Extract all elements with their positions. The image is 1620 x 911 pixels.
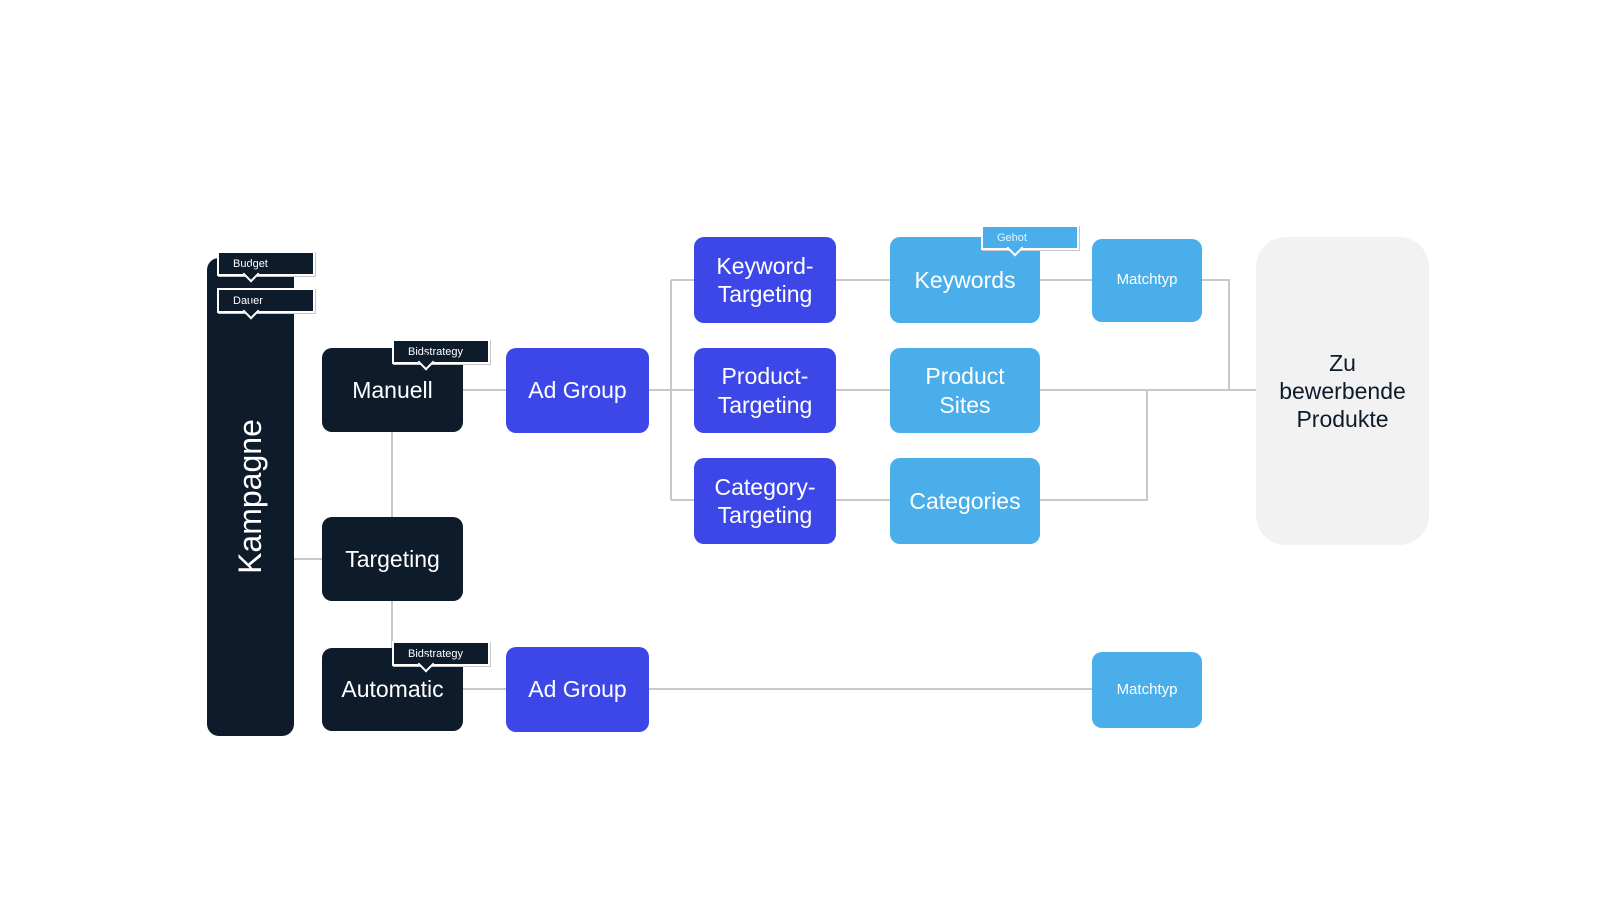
manuell-label: Manuell — [352, 376, 433, 403]
bidstrategy-automatic-tag: Bidstrategy — [392, 641, 490, 673]
keywords-label: Keywords — [914, 266, 1016, 293]
matchtyp-top-box: Matchtyp — [1092, 239, 1202, 322]
category-targeting-line-1: Category- — [714, 473, 816, 500]
targeting-label: Targeting — [345, 545, 440, 572]
product-sites-label: Product Sites — [925, 362, 1004, 418]
zu-bewerbende-produkte-box: Zu bewerbende Produkte — [1256, 237, 1429, 545]
kampagne-label: Kampagne — [231, 419, 268, 575]
matchtyp-bottom-label: Matchtyp — [1116, 680, 1178, 698]
zu-bewerbende-produkte-label: Zu bewerbende Produkte — [1279, 349, 1406, 433]
ad-group-auto-label: Ad Group — [528, 676, 627, 703]
product-targeting-label: Product- Targeting — [718, 362, 813, 418]
bidstrategy-manuell-label: Bidstrategy — [408, 346, 464, 358]
connector-categories-trunk — [1039, 390, 1148, 501]
bidstrategy-manuell-tag: Bidstrategy — [392, 339, 490, 371]
bidstrategy-automatic-label: Bidstrategy — [408, 648, 464, 660]
dauer-label: Dauer — [233, 295, 263, 307]
dauer-tag: Dauer — [217, 288, 315, 320]
categories-label: Categories — [909, 487, 1021, 514]
keyword-targeting-box: Keyword- Targeting — [694, 237, 836, 323]
budget-label: Budget — [233, 258, 268, 270]
ad-group-auto-box: Ad Group — [506, 647, 649, 732]
budget-tag: Budget — [217, 251, 315, 283]
category-targeting-box: Category- Targeting — [694, 458, 836, 544]
produkte-line-1: Zu — [1329, 349, 1356, 376]
product-targeting-line-1: Product- — [721, 363, 809, 390]
keyword-targeting-line-1: Keyword- — [716, 252, 814, 279]
matchtyp-bottom-box: Matchtyp — [1092, 652, 1202, 728]
product-sites-box: Product Sites — [890, 348, 1040, 433]
gebot-label: Gebot — [997, 232, 1027, 244]
targeting-box: Targeting — [322, 517, 463, 601]
keyword-targeting-line-2: Targeting — [717, 281, 813, 307]
connector-matchtyp-trunk — [1201, 279, 1230, 390]
produkte-line-2: bewerbende — [1279, 377, 1406, 404]
matchtyp-top-label: Matchtyp — [1116, 271, 1178, 289]
keyword-targeting-label: Keyword- Targeting — [716, 252, 813, 308]
category-targeting-label: Category- Targeting — [715, 473, 816, 529]
product-targeting-line-2: Targeting — [717, 391, 813, 418]
product-sites-line-2: Sites — [939, 391, 991, 418]
produkte-line-3: Produkte — [1296, 406, 1389, 433]
product-sites-line-1: Product — [925, 363, 1005, 390]
kampagne-box: Kampagne — [207, 258, 294, 736]
ad-group-manual-box: Ad Group — [506, 348, 649, 433]
product-targeting-box: Product- Targeting — [694, 348, 836, 433]
category-targeting-line-2: Targeting — [717, 502, 813, 528]
gebot-tag: Gebot — [981, 225, 1079, 257]
automatic-label: Automatic — [341, 676, 444, 703]
categories-box: Categories — [890, 458, 1040, 544]
ad-group-manual-label: Ad Group — [528, 377, 627, 404]
